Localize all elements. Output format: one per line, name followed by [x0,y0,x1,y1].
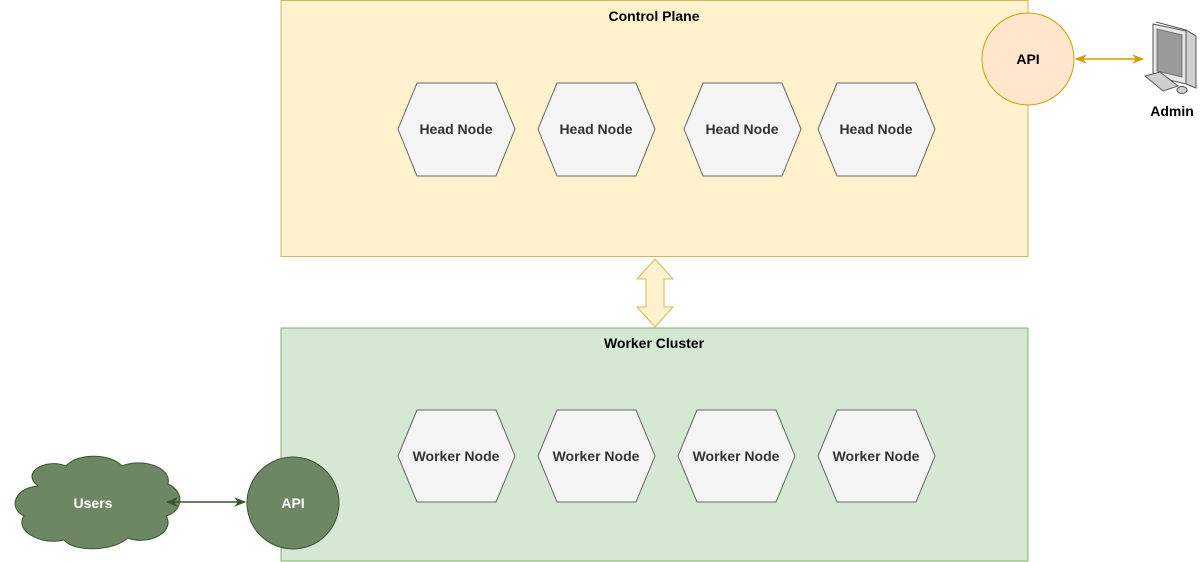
head-node-label: Head Node [559,121,632,137]
worker-cluster-api-node[interactable]: API [246,456,340,550]
head-node-label: Head Node [839,121,912,137]
desktop-computer-icon[interactable] [1143,21,1197,94]
control-worker-link-arrow[interactable] [635,258,675,328]
control-plane-api-label: API [1016,51,1039,67]
head-node[interactable]: Head Node [537,82,656,177]
worker-node[interactable]: Worker Node [817,409,936,503]
control-plane-api-node[interactable]: API [981,12,1075,106]
control-plane-title: Control Plane [608,8,699,24]
users-label: Users [74,495,113,511]
head-node-label: Head Node [419,121,492,137]
worker-node-label: Worker Node [833,448,920,464]
head-node-label: Head Node [705,121,778,137]
worker-cluster-title: Worker Cluster [604,335,705,351]
worker-node-label: Worker Node [693,448,780,464]
worker-node[interactable]: Worker Node [677,409,796,503]
cloud-icon[interactable]: Users [14,455,181,550]
worker-node-label: Worker Node [553,448,640,464]
head-node[interactable]: Head Node [397,82,516,177]
worker-cluster-api-label: API [281,495,304,511]
worker-node[interactable]: Worker Node [397,409,516,503]
head-node[interactable]: Head Node [817,82,936,177]
head-node[interactable]: Head Node [683,82,802,177]
worker-node[interactable]: Worker Node [537,409,656,503]
worker-node-label: Worker Node [413,448,500,464]
admin-label: Admin [1150,103,1194,119]
